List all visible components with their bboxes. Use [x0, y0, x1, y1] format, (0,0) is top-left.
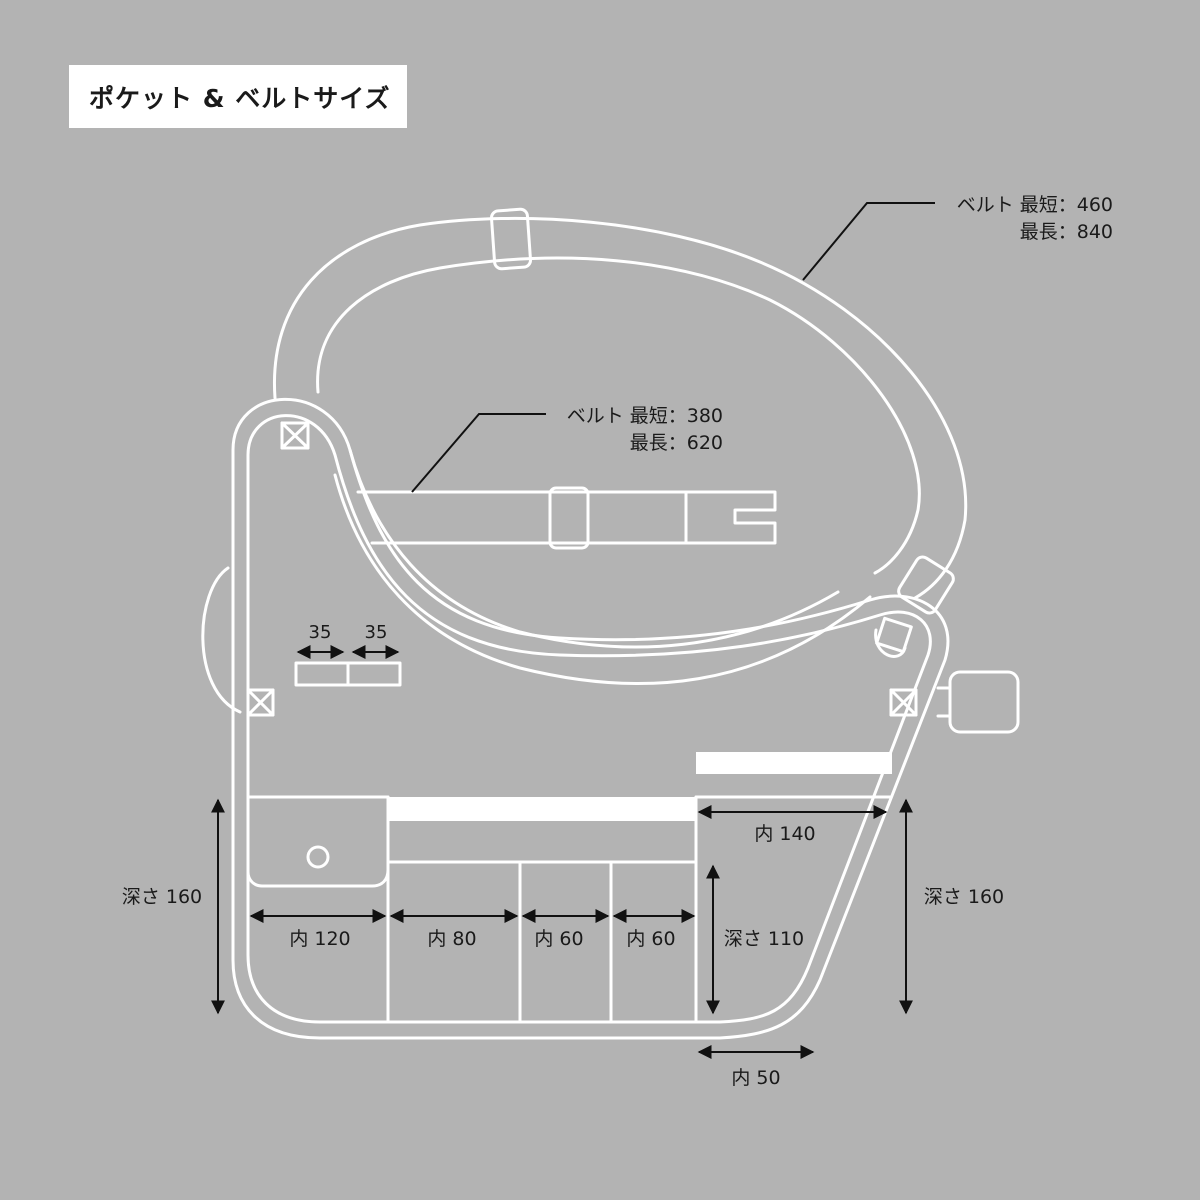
dim-label-35-b: 35: [365, 622, 388, 643]
leader-long-belt: [802, 202, 935, 281]
short-belt: [356, 486, 777, 550]
dimension-arrows: [211, 645, 913, 1059]
dim-label-80: 内 80: [427, 928, 476, 950]
page-title: ポケット & ベルトサイズ: [89, 83, 391, 113]
long-belt: [272, 207, 968, 686]
rivet-strap-tab: [874, 616, 913, 658]
dim-label-50: 内 50: [731, 1067, 780, 1089]
long-belt-lower: [333, 473, 872, 686]
long-belt-inner: [316, 256, 921, 575]
rivet-left: [246, 688, 275, 717]
pen-loops: [294, 661, 402, 687]
long-belt-buckle-side: [897, 555, 955, 615]
dim-label-120: 内 120: [289, 928, 350, 950]
belt-short-max-label: 最長：620: [630, 432, 723, 454]
rivets: [246, 421, 918, 717]
dim-label-35-a: 35: [309, 622, 332, 643]
belt-long-min-label: ベルト 最短：460: [957, 194, 1113, 216]
bag-outline-inner: [246, 414, 932, 1024]
title-box: ポケット & ベルトサイズ: [69, 65, 407, 128]
dim-label-60-b: 内 60: [626, 928, 675, 950]
pocket-structure: [246, 752, 892, 1024]
bag-body: [201, 397, 950, 1040]
flap-snap: [306, 845, 330, 869]
rivet-top-left: [280, 421, 310, 450]
labels: ベルト 最短：460 最長：840 ベルト 最短：380 最長：620 35 3…: [122, 194, 1113, 1089]
pen-loop-b: [346, 661, 402, 687]
pen-loop-a: [294, 661, 350, 687]
dim-label-60-a: 内 60: [534, 928, 583, 950]
long-belt-buckle-top: [489, 207, 533, 271]
belt-long-max-label: 最長：840: [1020, 221, 1113, 243]
pocket-band-center: [388, 797, 696, 821]
short-belt-slider: [548, 486, 590, 550]
bag-outline-outer: [231, 397, 950, 1040]
leader-short-belt: [411, 413, 546, 493]
short-belt-buckle: [684, 490, 777, 545]
leaders: [411, 202, 935, 493]
bag-side-bulge: [201, 566, 242, 714]
dim-label-depth-middle: 深さ 110: [724, 928, 804, 950]
dim-label-depth-left: 深さ 160: [122, 886, 202, 908]
pocket-band-right: [696, 752, 892, 774]
rivet-right: [889, 688, 918, 717]
dim-label-140: 内 140: [754, 823, 815, 845]
belt-short-min-label: ベルト 最短：380: [567, 405, 723, 427]
long-belt-outer: [272, 216, 968, 600]
side-buckle: [936, 670, 1020, 734]
dim-label-depth-right: 深さ 160: [924, 886, 1004, 908]
flap-pocket: [246, 795, 390, 888]
